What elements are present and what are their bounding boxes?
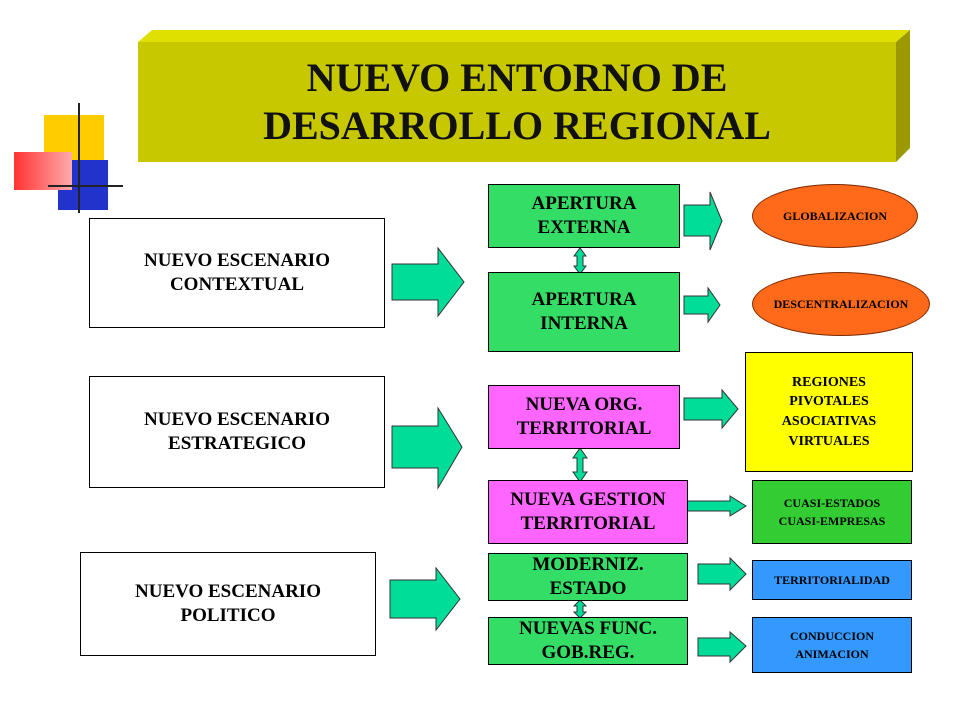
apertura-externa: APERTURA EXTERNA [488,184,680,248]
descentralizacion: DESCENTRALIZACION [752,272,930,336]
decor-horizontal-line [48,185,123,187]
title-line-2: DESARROLLO REGIONAL [263,103,771,148]
connector-org-gestion [572,447,588,483]
connector-estado-func [572,599,588,619]
arrow-to-territorialidad [697,556,747,592]
decor-red-square [14,152,72,190]
scenario-contextual: NUEVO ESCENARIO CONTEXTUAL [89,218,385,328]
nueva-gestion-territorial: NUEVA GESTION TERRITORIAL [488,480,688,544]
scenario-estrategico: NUEVO ESCENARIO ESTRATEGICO [89,376,385,488]
regiones-pivotales: REGIONES PIVOTALES ASOCIATIVAS VIRTUALES [745,352,913,472]
territorialidad: TERRITORIALIDAD [752,560,912,600]
arrow-to-regiones [683,388,739,430]
globalizacion: GLOBALIZACION [752,184,918,248]
arrow-scenario-2 [391,406,463,490]
arrow-scenario-3 [389,566,461,632]
connector-apertura [573,247,587,275]
cuasi-estados: CUASI-ESTADOS CUASI-EMPRESAS [752,480,912,544]
title-line-1: NUEVO ENTORNO DE [306,55,728,100]
arrow-scenario-1 [391,246,465,318]
scenario-politico: NUEVO ESCENARIO POLITICO [80,552,376,656]
title-banner: NUEVO ENTORNO DE DESARROLLO REGIONAL [138,42,896,162]
moderniz-estado: MODERNIZ. ESTADO [488,553,688,601]
nueva-org-territorial: NUEVA ORG. TERRITORIAL [488,385,680,449]
nuevas-func-gob-reg: NUEVAS FUNC. GOB.REG. [488,617,688,665]
arrow-to-cuasi [685,495,747,517]
conduccion-animacion: CONDUCCION ANIMACION [752,617,912,673]
page-title: NUEVO ENTORNO DE DESARROLLO REGIONAL [263,54,771,150]
decor-vertical-line [78,103,80,213]
apertura-interna: APERTURA INTERNA [488,272,680,352]
arrow-to-globalizacion [683,191,723,251]
arrow-to-descentralizacion [683,286,721,324]
arrow-to-conduccion [697,630,747,664]
